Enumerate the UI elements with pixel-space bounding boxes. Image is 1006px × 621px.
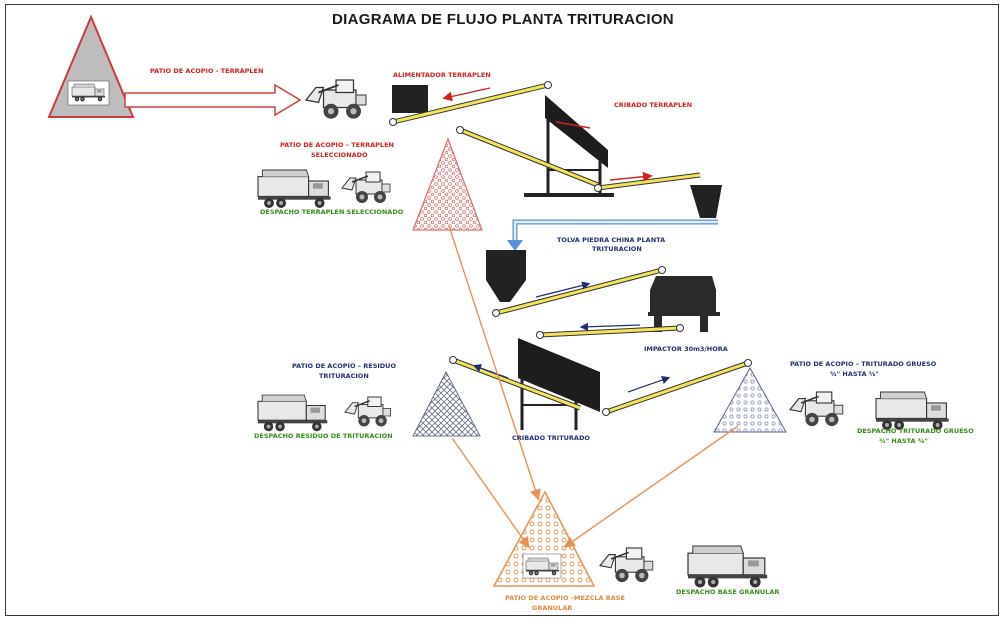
- label-patio-mezcla-2: GRANULAR: [532, 604, 573, 612]
- label-alimentador: ALIMENTADOR TERRAPLEN: [393, 71, 491, 79]
- flow-line-icon: [451, 437, 530, 549]
- label-patio-mezcla-1: PATIO DE ACOPIO –MEZCLA BASE: [505, 594, 625, 602]
- front-loader-icon: [341, 171, 391, 204]
- conveyor-impactor-feed: [492, 266, 666, 317]
- vibrating-screen-icon: [524, 95, 614, 197]
- conveyor-impactor-out: [536, 324, 684, 339]
- impactor-crusher-icon: [648, 276, 720, 332]
- label-patio-grueso-1: PATIO DE ACOPIO – TRITURADO GRUESO: [790, 360, 937, 368]
- conveyor-grueso: [602, 359, 752, 416]
- flow-arrow-icon: [535, 281, 591, 298]
- flow-arrow-icon: [442, 87, 491, 102]
- label-patio-residuo-1: PATIO DE ACOPIO – RESIDUO: [292, 362, 396, 370]
- dump-truck-icon: [687, 545, 768, 589]
- label-patio-terraplen: PATIO DE ACOPIO - TERRAPLEN: [150, 67, 264, 75]
- flow-arrow-icon: [609, 171, 653, 182]
- front-loader-icon: [789, 391, 844, 427]
- label-despacho-residuo: DESPACHO RESIDUO DE TRITURACION: [254, 432, 393, 440]
- dump-truck-icon: [257, 169, 332, 209]
- flow-arrow-icon: [472, 364, 509, 379]
- label-patio-residuo-2: TRITURACION: [319, 372, 369, 380]
- stockpile-triangle-icon: [713, 366, 787, 433]
- label-impactor: IMPACTOR 30m3/HORA: [644, 345, 728, 353]
- chute-arrow-icon: [507, 219, 718, 251]
- label-despacho-seleccionado: DESPACHO TERRAPLEN SELECCIONADO: [260, 208, 404, 216]
- flow-arrow-icon: [579, 322, 641, 331]
- arrow-right-icon: [124, 83, 302, 117]
- label-patio-grueso-2: ¾" HASTA ⅜": [830, 370, 879, 378]
- stockpile-triangle-icon: [47, 14, 135, 118]
- label-patio-seleccionado-2: SELECCIONADO: [311, 151, 368, 159]
- front-loader-icon: [305, 79, 367, 120]
- conveyor-feeder: [389, 81, 552, 126]
- stockpile-triangle-icon: [492, 490, 596, 587]
- hopper-icon: [392, 85, 428, 113]
- flow-line-icon: [563, 425, 739, 548]
- label-patio-seleccionado-1: PATIO DE ACOPIO – TERRAPLEN: [280, 141, 394, 149]
- stockpile-triangle-icon: [412, 370, 481, 437]
- label-cribado-terraplen: CRIBADO TERRAPLEN: [614, 101, 693, 109]
- dump-truck-icon: [875, 391, 950, 431]
- diagram-title: DIAGRAMA DE FLUJO PLANTA TRITURACION: [332, 11, 674, 28]
- flow-line-icon: [448, 225, 541, 501]
- hopper-icon: [486, 250, 526, 302]
- stockpile-triangle-icon: [412, 137, 483, 231]
- label-tolva-2: TRITURACION: [592, 245, 642, 253]
- vibrating-screen-icon: [518, 338, 600, 430]
- label-despacho-grueso-1: DESPACHO TRITURADO GRUESO: [857, 427, 974, 435]
- label-despacho-grueso-2: ¾" HASTA ⅜": [879, 437, 928, 445]
- dump-truck-icon: [257, 394, 328, 432]
- label-cribado-triturado: CRIBADO TRITURADO: [512, 434, 590, 442]
- flow-arrow-icon: [627, 376, 671, 393]
- hopper-icon: [690, 185, 722, 218]
- front-loader-icon: [344, 396, 392, 428]
- front-loader-icon: [599, 547, 654, 583]
- label-tolva-1: TOLVA PIEDRA CHINA PLANTA: [557, 236, 666, 244]
- label-despacho-base: DESPACHO BASE GRANULAR: [676, 588, 780, 596]
